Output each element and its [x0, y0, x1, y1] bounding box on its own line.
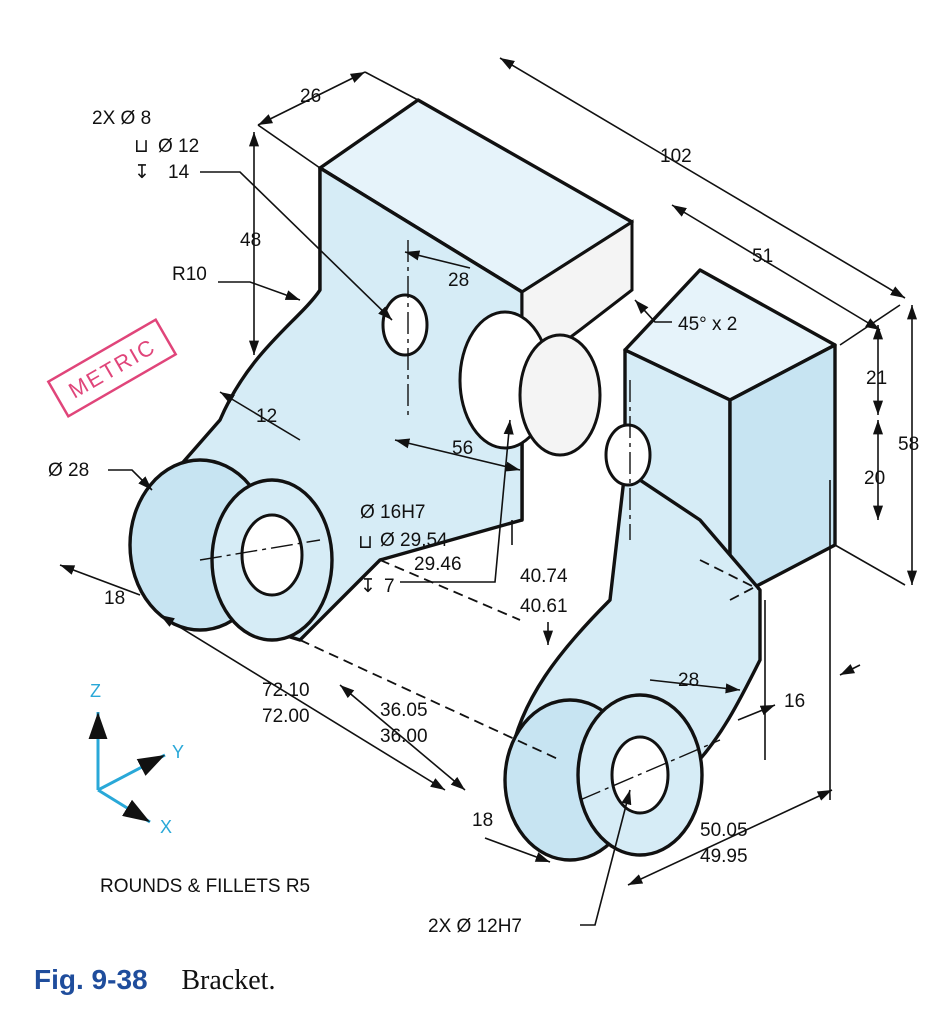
dim-48: 48: [240, 230, 261, 251]
radius-r10: R10: [172, 264, 207, 285]
dim-36-00: 36.00: [380, 726, 428, 747]
dimension-labels: 26 102 51 48 28 56 12 21 20 58 18 18 28 …: [48, 86, 919, 937]
depth-14: 14: [168, 162, 190, 183]
dim-18-bottom: 18: [472, 810, 493, 831]
dim-36-05: 36.05: [380, 700, 428, 721]
dim-16: 16: [784, 691, 805, 712]
figure-title: Bracket.: [181, 965, 276, 996]
axis-triad: Z Y X: [88, 681, 184, 837]
figure-caption: Fig. 9-38 Bracket.: [34, 964, 275, 997]
hole-8-left: [381, 293, 429, 357]
center-bore: [518, 333, 602, 457]
dim-72-00: 72.00: [262, 706, 310, 727]
dim-20: 20: [864, 468, 885, 489]
dim-58: 58: [898, 434, 919, 455]
cbore-dia12: Ø 12: [158, 136, 199, 157]
left-boss-bore: [240, 513, 304, 597]
dimension-lines: [59, 57, 918, 926]
cbore-symbol-12: ⊔: [134, 136, 149, 157]
dim-40-74: 40.74: [520, 566, 568, 587]
chamfer-note: 45° x 2: [678, 314, 737, 335]
dim-102: 102: [660, 146, 692, 167]
depth-symbol-7: ↧: [360, 576, 376, 597]
holes-2x-dia8: 2X Ø 8: [92, 108, 151, 129]
hole-8-right: [604, 423, 652, 487]
cbore-symbol-29: ⊔: [358, 532, 373, 553]
y-axis-label: Y: [172, 742, 184, 762]
bracket-body: [128, 98, 837, 862]
dia-28: Ø 28: [48, 460, 89, 481]
dim-50-05: 50.05: [700, 820, 748, 841]
holes-2x-dia12h7: 2X Ø 12H7: [428, 916, 522, 937]
dim-28-top: 28: [448, 270, 469, 291]
dim-56: 56: [452, 438, 473, 459]
metric-stamp: METRIC: [46, 317, 178, 419]
dim-49-95: 49.95: [700, 846, 748, 867]
cbore-29-54: Ø 29.54: [380, 530, 448, 551]
dim-72-10: 72.10: [262, 680, 310, 701]
cbore-29-46: 29.46: [414, 554, 462, 575]
dim-40-61: 40.61: [520, 596, 568, 617]
dim-12: 12: [256, 406, 277, 427]
depth-symbol-14: ↧: [134, 162, 150, 183]
depth-7: 7: [384, 576, 395, 597]
x-axis: [97, 788, 151, 824]
dim-28-right: 28: [678, 670, 699, 691]
y-axis: [97, 753, 166, 792]
figure-number: Fig. 9-38: [34, 964, 148, 995]
dim-51: 51: [752, 246, 773, 267]
dim-18-left: 18: [104, 588, 125, 609]
rounds-fillets-note: ROUNDS & FILLETS R5: [100, 876, 310, 897]
dim-26: 26: [300, 86, 321, 107]
bore-dia16h7: Ø 16H7: [360, 502, 425, 523]
x-axis-label: X: [160, 817, 172, 837]
z-axis-label: Z: [90, 681, 101, 701]
dim-21: 21: [866, 368, 887, 389]
